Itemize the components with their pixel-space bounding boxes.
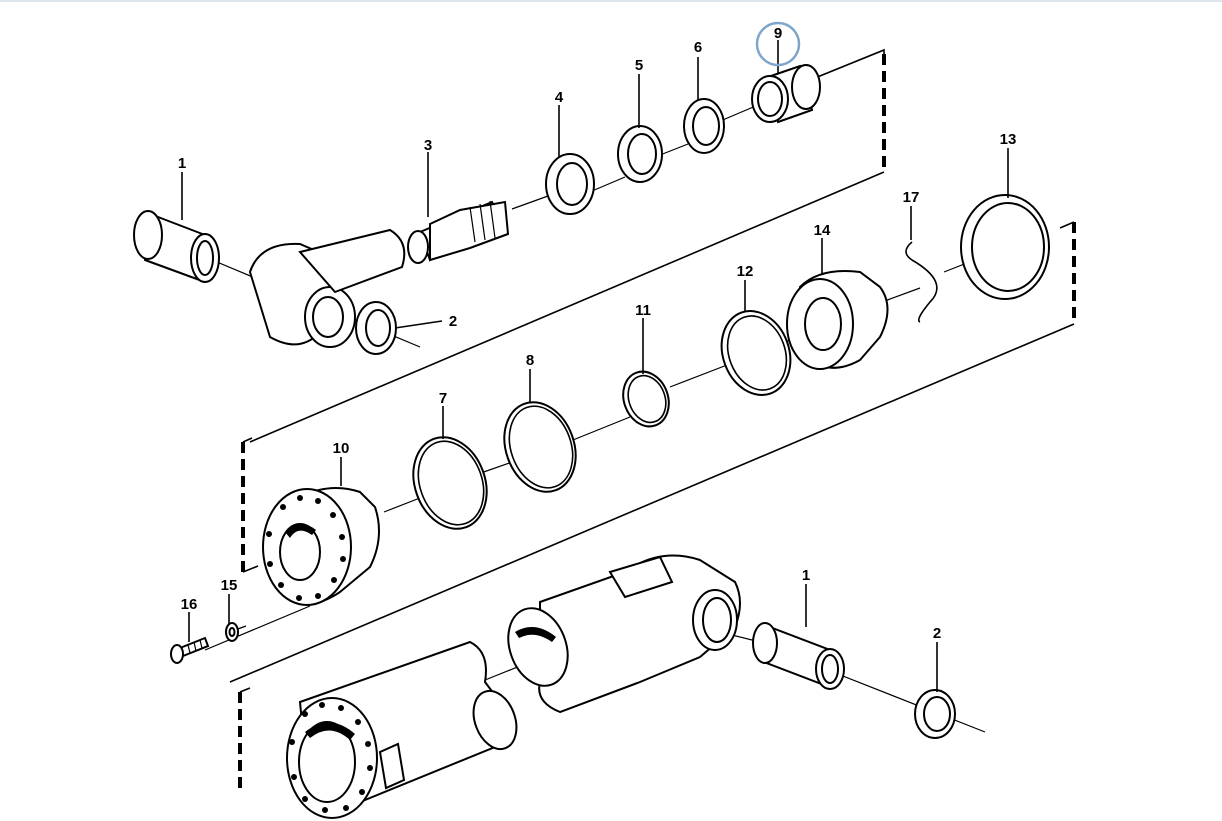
ring-4 [545,153,595,215]
washer-15 [225,622,239,642]
callout-7: 7 [439,390,447,407]
ring-7 [412,436,488,530]
callout-leaders [181,40,1009,692]
ring-8 [503,401,577,493]
callout-17: 17 [903,189,920,206]
callout-8: 8 [526,352,534,369]
callout-11: 11 [635,302,651,319]
callout-14: 14 [814,222,831,239]
callout-16: 16 [181,596,198,613]
ring-13 [960,194,1050,300]
bushing-9 [751,64,821,124]
callout-9[interactable]: 9 [774,25,782,42]
callout-1: 1 [178,155,186,172]
callout-3: 3 [424,137,432,154]
callout-4: 4 [555,89,564,106]
ring-5 [617,125,663,183]
callout-2: 2 [449,313,457,330]
seal-2-bottom [914,689,956,739]
piston-14 [786,270,889,370]
piston-rod [248,200,510,348]
callout-6: 6 [694,39,702,56]
ring-11 [622,370,670,428]
cylinder-head-10 [262,487,380,606]
callout-1-lower: 1 [802,567,810,584]
highlight-circle [755,21,801,67]
callout-10: 10 [333,440,350,457]
group-brackets [229,48,1076,792]
bolt-16 [170,636,210,664]
ring-6 [683,98,725,154]
callout-12: 12 [737,263,754,280]
callout-labels: 1 2 3 4 5 6 9 13 17 14 12 11 8 7 10 15 1… [178,25,1017,642]
cylinder-tube [286,554,741,819]
snap-ring-17 [905,241,938,323]
seal-2-top [355,301,397,355]
ring-12 [720,310,792,396]
bushing-bottom [752,622,845,690]
callout-15: 15 [221,577,238,594]
callout-13: 13 [1000,131,1017,148]
callout-2-lower: 2 [933,625,941,642]
bushing-top [133,210,220,283]
callout-5: 5 [635,57,643,74]
